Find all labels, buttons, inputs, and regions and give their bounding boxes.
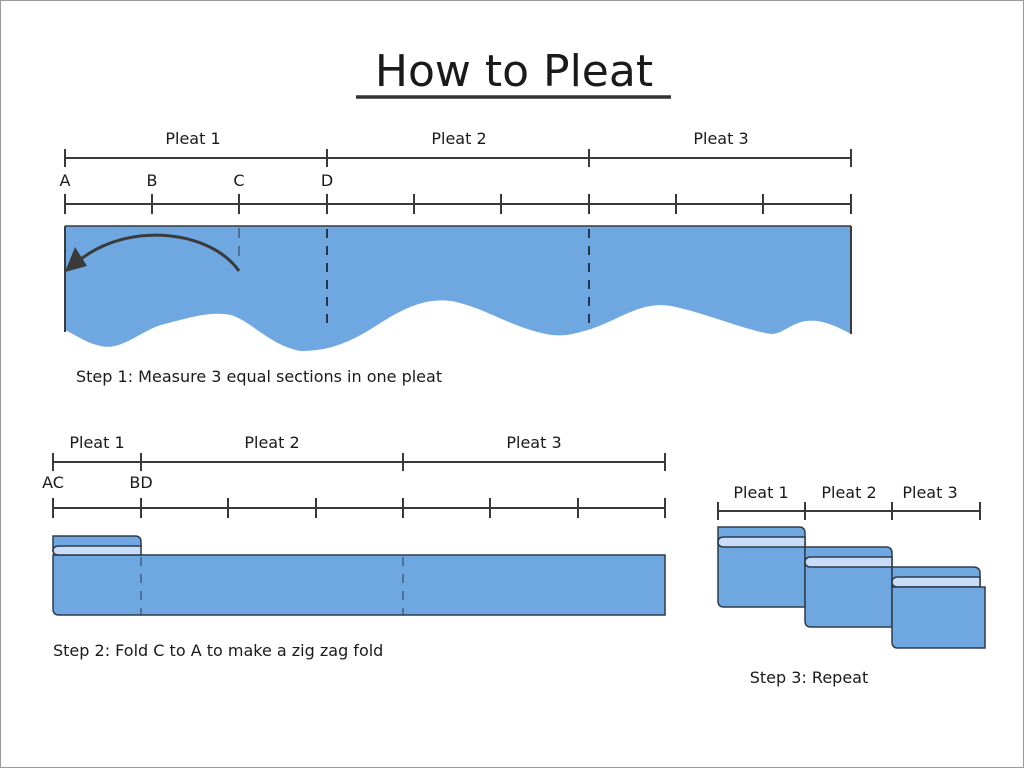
step2-pleat-3-label: Pleat 3 <box>506 433 561 452</box>
step2-section: Pleat 1 Pleat 2 Pleat 3 AC BD <box>42 433 666 660</box>
point-d-label: D <box>321 171 333 190</box>
step2-pleat-ruler <box>52 453 666 471</box>
step1-pleat-3-label: Pleat 3 <box>693 129 748 148</box>
step3-pleat-ruler <box>717 502 981 520</box>
step3-pleat-1-block <box>717 526 806 608</box>
step2-caption: Step 2: Fold C to A to make a zig zag fo… <box>53 641 383 660</box>
step1-pleat-1-label: Pleat 1 <box>165 129 220 148</box>
step3-caption: Step 3: Repeat <box>750 668 869 687</box>
step3-pleat-3-block <box>891 566 986 649</box>
step1-caption: Step 1: Measure 3 equal sections in one … <box>76 367 442 386</box>
step1-section: Pleat 1 Pleat 2 Pleat 3 A B C D <box>60 129 852 386</box>
step2-section-ruler <box>52 498 666 518</box>
point-bd-label: BD <box>129 473 152 492</box>
step3-pleat-2-block <box>804 546 893 628</box>
point-a-label: A <box>60 171 71 190</box>
step1-section-ruler <box>64 194 852 214</box>
step1-fabric <box>65 226 851 351</box>
step3-pleat-2-label: Pleat 2 <box>821 483 876 502</box>
point-c-label: C <box>233 171 244 190</box>
step3-pleat-1-label: Pleat 1 <box>733 483 788 502</box>
step1-pleat-2-label: Pleat 2 <box>431 129 486 148</box>
step2-fabric <box>52 554 666 616</box>
step2-pleat-1-label: Pleat 1 <box>69 433 124 452</box>
step1-pleat-ruler <box>64 149 852 167</box>
step3-pleat-3-label: Pleat 3 <box>902 483 957 502</box>
point-b-label: B <box>147 171 158 190</box>
step2-pleat-2-label: Pleat 2 <box>244 433 299 452</box>
step3-section: Pleat 1 Pleat 2 Pleat 3 Step 3: Repeat <box>717 483 986 687</box>
point-ac-label: AC <box>42 473 64 492</box>
page-title: How to Pleat <box>375 46 653 97</box>
fold-arrow-icon <box>65 233 241 272</box>
step2-fold-crease <box>52 545 142 556</box>
